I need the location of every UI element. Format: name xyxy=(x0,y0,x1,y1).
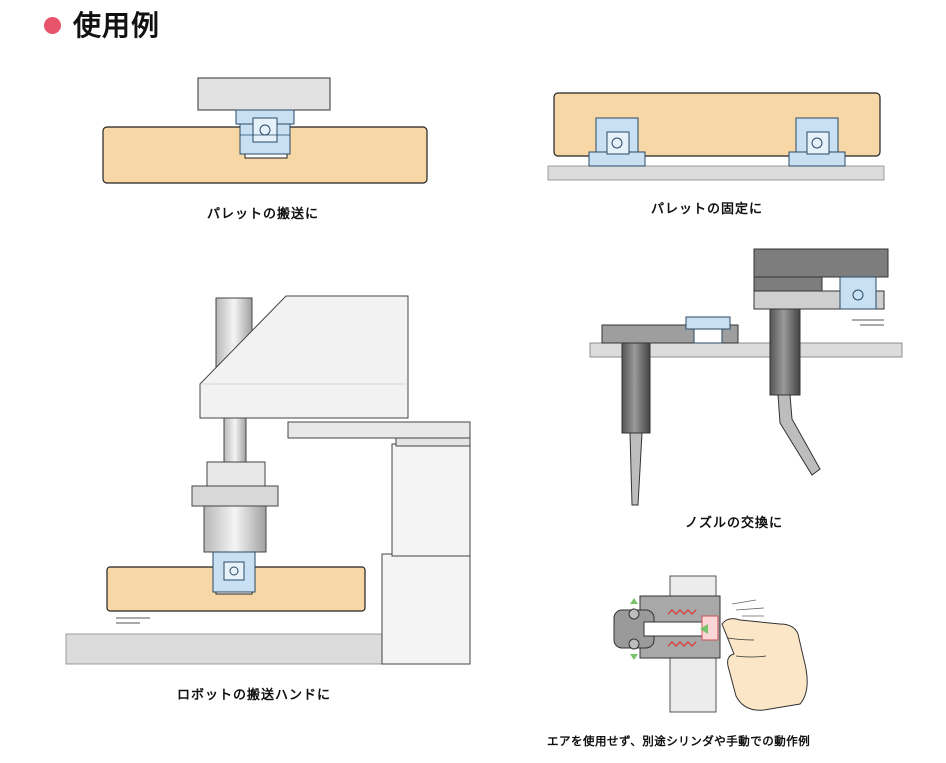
page-title: 使用例 xyxy=(73,9,161,42)
bullet-dot-icon xyxy=(44,16,61,34)
clamp-left xyxy=(588,117,646,167)
caption-pallet-fixing: パレットの固定に xyxy=(651,202,764,217)
pallet-fixing-figure xyxy=(547,92,885,181)
caption-pallet-transport: パレットの搬送に xyxy=(207,207,320,222)
nozzle-exchange-figure xyxy=(589,248,903,506)
caption-robot-hand: ロボットの搬送ハンドに xyxy=(177,688,332,703)
caption-manual-operation: エアを使用せず、別途シリンダや手動での動作例 xyxy=(547,734,811,748)
clamp-right xyxy=(788,117,846,167)
manual-operation-figure xyxy=(613,575,808,713)
pallet-transport-figure xyxy=(102,77,428,184)
robot-hand-figure xyxy=(65,295,471,665)
caption-nozzle-exchange: ノズルの交換に xyxy=(685,516,784,531)
section-heading: 使用例 xyxy=(44,6,160,42)
